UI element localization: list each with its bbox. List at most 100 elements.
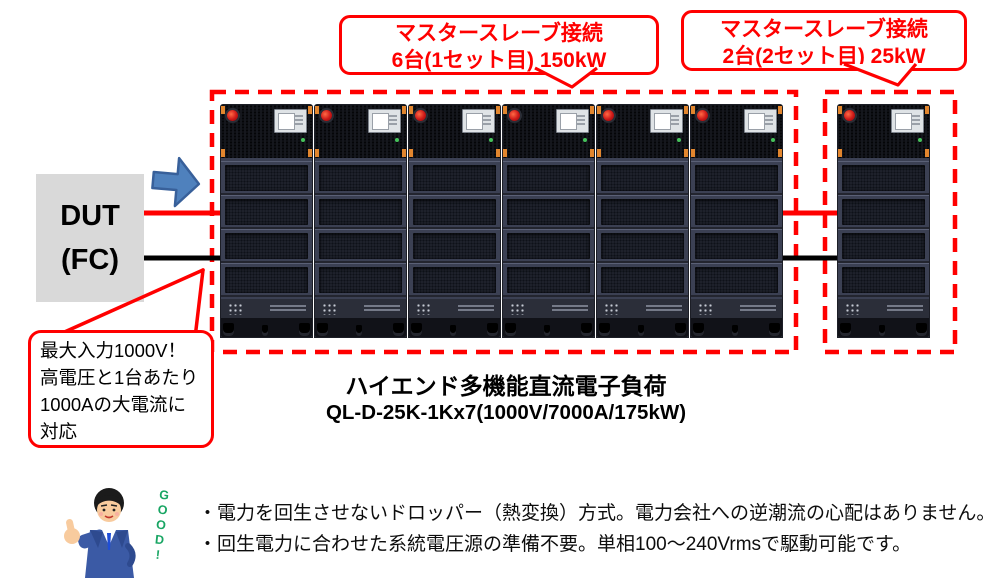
lcd-display bbox=[556, 109, 589, 133]
handle-bracket bbox=[503, 149, 507, 157]
base-panel bbox=[838, 297, 929, 318]
electronic-load-unit bbox=[315, 105, 406, 337]
control-panel bbox=[503, 105, 594, 161]
vent-module bbox=[597, 195, 688, 229]
vent-module bbox=[838, 263, 929, 297]
caster-base bbox=[409, 318, 500, 337]
control-panel bbox=[691, 105, 782, 161]
emergency-stop-button bbox=[509, 110, 520, 121]
nameplate bbox=[270, 305, 306, 313]
caster-wheel bbox=[581, 323, 592, 336]
vent-module bbox=[409, 263, 500, 297]
handle-bracket bbox=[221, 149, 225, 157]
handle-bracket bbox=[778, 106, 782, 114]
caster-wheel bbox=[223, 323, 234, 336]
lcd-display bbox=[368, 109, 401, 133]
handle-bracket bbox=[409, 106, 413, 114]
dut-label-line2: (FC) bbox=[61, 244, 119, 276]
power-led bbox=[489, 138, 493, 142]
base-panel bbox=[221, 297, 312, 318]
vent-module bbox=[503, 263, 594, 297]
caster-wheel bbox=[638, 325, 644, 336]
callout-set2-line2: 2台(2セット目) 25kW bbox=[722, 45, 926, 68]
vent-module bbox=[691, 229, 782, 263]
caster-wheel bbox=[675, 323, 686, 336]
control-panel bbox=[838, 105, 929, 161]
power-led bbox=[677, 138, 681, 142]
handle-bracket bbox=[308, 106, 312, 114]
input-spec-line4: 対応 bbox=[40, 421, 78, 442]
vent-module bbox=[597, 229, 688, 263]
vent-module bbox=[221, 195, 312, 229]
feature-note-1: ・電力を回生させないドロッパー（熱変換）方式。電力会社への逆潮流の心配はありませ… bbox=[198, 503, 996, 524]
control-panel bbox=[597, 105, 688, 161]
callout-master-slave-set2: マスタースレーブ接続 2台(2セット目) 25kW bbox=[681, 10, 967, 87]
nameplate bbox=[364, 305, 400, 313]
connector-grid bbox=[604, 303, 620, 315]
emergency-stop-button bbox=[415, 110, 426, 121]
electronic-load-unit bbox=[691, 105, 782, 337]
handle-bracket bbox=[597, 149, 601, 157]
connector-grid bbox=[322, 303, 338, 315]
handle-bracket bbox=[402, 149, 406, 157]
lcd-display bbox=[650, 109, 683, 133]
caster-base bbox=[221, 318, 312, 337]
nameplate bbox=[887, 305, 923, 313]
caster-wheel bbox=[317, 323, 328, 336]
emergency-stop-button bbox=[227, 110, 238, 121]
handle-bracket bbox=[778, 149, 782, 157]
electronic-load-unit bbox=[838, 105, 929, 337]
caster-wheel bbox=[450, 325, 456, 336]
caster-wheel bbox=[505, 323, 516, 336]
handle-bracket bbox=[597, 106, 601, 114]
mascot-block: GOOD! bbox=[58, 486, 186, 578]
vent-module bbox=[221, 263, 312, 297]
caster-wheel bbox=[393, 323, 404, 336]
connector-grid bbox=[510, 303, 526, 315]
vent-module bbox=[838, 229, 929, 263]
electronic-load-unit bbox=[503, 105, 594, 337]
caster-wheel bbox=[544, 325, 550, 336]
caster-base bbox=[315, 318, 406, 337]
callout-master-slave-set1: マスタースレーブ接続 6台(1セット目) 150kW bbox=[339, 15, 659, 89]
vent-module bbox=[315, 263, 406, 297]
thumbs-up-mascot-icon bbox=[64, 488, 136, 578]
vent-module bbox=[838, 195, 929, 229]
electronic-load-unit bbox=[597, 105, 688, 337]
caster-wheel bbox=[299, 323, 310, 336]
caster-wheel bbox=[599, 323, 610, 336]
emergency-stop-button bbox=[697, 110, 708, 121]
input-spec-line2: 高電圧と1台あたり bbox=[40, 367, 199, 388]
product-caption: ハイエンド多機能直流電子負荷 QL-D-25K-1Kx7(1000V/7000A… bbox=[256, 372, 756, 426]
vent-module bbox=[221, 161, 312, 195]
caster-wheel bbox=[356, 325, 362, 336]
load-rack-group-set2 bbox=[838, 105, 929, 337]
product-name: ハイエンド多機能直流電子負荷 bbox=[345, 373, 667, 399]
handle-bracket bbox=[691, 149, 695, 157]
caster-wheel bbox=[879, 325, 885, 336]
vent-module bbox=[838, 161, 929, 195]
emergency-stop-button bbox=[844, 110, 855, 121]
caster-base bbox=[838, 318, 929, 337]
lcd-display bbox=[891, 109, 924, 133]
connector-grid bbox=[845, 303, 861, 315]
handle-bracket bbox=[590, 106, 594, 114]
vent-module bbox=[597, 263, 688, 297]
handle-bracket bbox=[691, 106, 695, 114]
handle-bracket bbox=[590, 149, 594, 157]
caster-base bbox=[691, 318, 782, 337]
vent-module bbox=[597, 161, 688, 195]
feature-note-2: ・回生電力に合わせた系統電圧源の準備不要。単相100～240Vrmsで駆動可能で… bbox=[198, 534, 912, 555]
vent-module bbox=[691, 195, 782, 229]
base-panel bbox=[409, 297, 500, 318]
power-led bbox=[301, 138, 305, 142]
caster-wheel bbox=[411, 323, 422, 336]
handle-bracket bbox=[503, 106, 507, 114]
flow-arrow-right-icon bbox=[151, 156, 201, 208]
caster-wheel bbox=[916, 323, 927, 336]
emergency-stop-button bbox=[603, 110, 614, 121]
vent-module bbox=[315, 229, 406, 263]
vent-module bbox=[221, 229, 312, 263]
handle-bracket bbox=[925, 106, 929, 114]
handle-bracket bbox=[838, 106, 842, 114]
